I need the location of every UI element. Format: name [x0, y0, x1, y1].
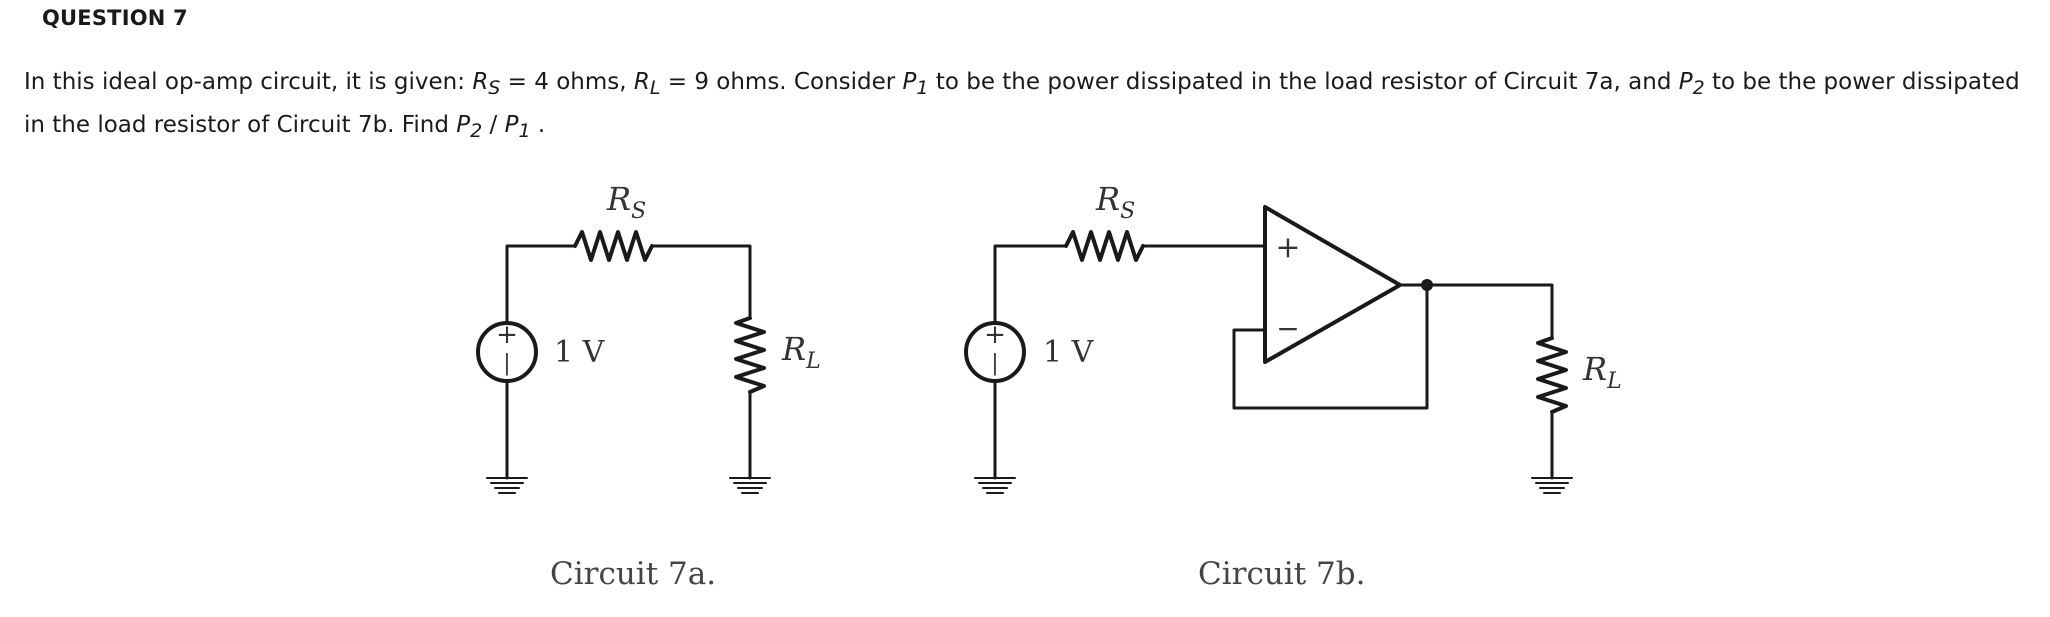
source-polarity-minus-7b: |	[991, 351, 998, 376]
caption-circuit-7a: Circuit 7a.	[550, 556, 716, 592]
question-line2-start: in the load resistor of Circuit 7b. Find	[24, 112, 457, 138]
wire-7b-source-top	[993, 244, 1068, 325]
rs-value: = 4 ohms,	[500, 69, 634, 95]
ground-symbol-7a-right	[729, 477, 771, 494]
question-header: QUESTION 7	[42, 6, 188, 30]
source-label-7b: 1 V	[1043, 335, 1095, 370]
rs-label-7a: RS	[606, 180, 646, 224]
question-line1-end: to be the power dissipated	[1704, 69, 2020, 95]
rl-label-7b: RL	[1582, 350, 1622, 394]
question-line-2: in the load resistor of Circuit 7b. Find…	[24, 107, 2044, 150]
p1-subscript: 1	[916, 77, 929, 99]
rs-symbol: R	[472, 69, 489, 95]
opamp-minus-terminal: −	[1276, 312, 1299, 345]
wire-7a-top-right	[650, 244, 752, 320]
wire-7b-feedback	[1232, 283, 1429, 410]
source-label-7a: 1 V	[554, 335, 606, 370]
ratio-p1-symbol: P	[504, 112, 519, 138]
source-polarity-plus-7a: +	[496, 320, 518, 350]
ground-symbol-7b-right	[1531, 477, 1573, 494]
question-line-1: In this ideal op-amp circuit, it is give…	[24, 64, 2044, 107]
question-text: In this ideal op-amp circuit, it is give…	[24, 64, 2044, 150]
question-line2-end: .	[530, 112, 546, 138]
wire-7a-source-top	[505, 244, 577, 325]
caption-circuit-7b: Circuit 7b.	[1198, 556, 1365, 592]
ground-symbol-7a-left	[486, 477, 528, 494]
source-polarity-plus-7b: +	[984, 320, 1006, 350]
ratio-p1-subscript: 1	[518, 120, 531, 142]
p2-subscript: 2	[1692, 77, 1705, 99]
circuit-7b	[964, 205, 1573, 494]
op-amp-triangle	[1263, 205, 1402, 364]
rl-label-7a: RL	[781, 330, 821, 374]
ratio-slash: /	[482, 112, 505, 138]
resistor-rs-7a	[573, 230, 654, 262]
ground-symbol-7b-left	[974, 477, 1016, 494]
rs-subscript: S	[488, 77, 501, 99]
resistor-rl-7a	[734, 316, 766, 394]
question-intro: In this ideal op-amp circuit, it is give…	[24, 69, 473, 95]
resistor-rl-7b	[1536, 336, 1568, 414]
junction-dot-7b	[1421, 279, 1433, 291]
rl-symbol: R	[633, 69, 650, 95]
opamp-plus-terminal: +	[1275, 230, 1300, 265]
wire-7b-output	[1398, 283, 1554, 340]
rl-value: = 9 ohms. Consider	[660, 69, 903, 95]
rs-label-7b: RS	[1095, 180, 1135, 224]
p2-symbol: P	[1678, 69, 1693, 95]
source-polarity-minus-7a: |	[503, 351, 510, 376]
ratio-p2-symbol: P	[456, 112, 471, 138]
circuit-7a	[476, 230, 771, 494]
ratio-p2-subscript: 2	[470, 120, 483, 142]
resistor-rs-7b	[1064, 230, 1145, 262]
question-mid-text: to be the power dissipated in the load r…	[928, 69, 1679, 95]
rl-subscript: L	[649, 77, 661, 99]
p1-symbol: P	[902, 69, 917, 95]
